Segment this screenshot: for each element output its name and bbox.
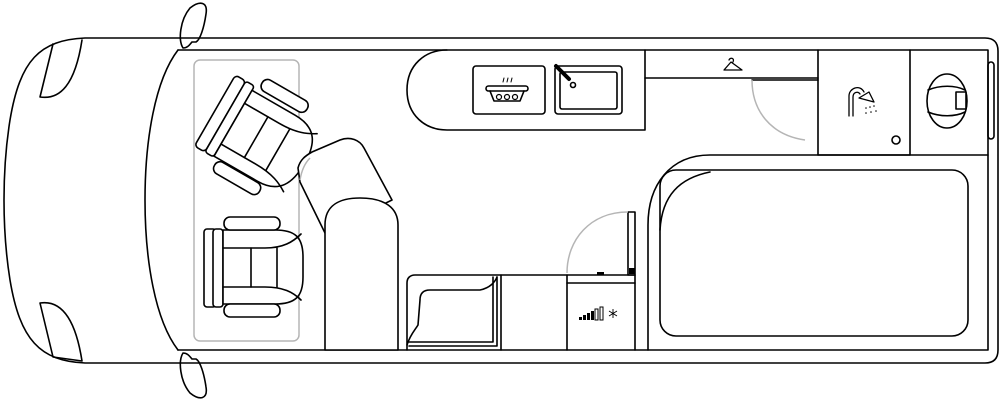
fridge-level-icon [579, 306, 604, 321]
wardrobe[interactable] [644, 57, 819, 79]
hob[interactable] [472, 65, 546, 115]
hood-outline [3, 37, 181, 364]
interior-wall [177, 49, 989, 351]
van-body-outline [179, 37, 999, 364]
kitchen-counter [406, 49, 646, 131]
washroom-door[interactable] [751, 79, 819, 141]
entry-door[interactable] [566, 211, 636, 276]
sink[interactable] [554, 64, 623, 115]
shower-icon [848, 86, 877, 117]
bed[interactable] [647, 154, 989, 351]
toilet[interactable] [926, 73, 968, 129]
cab-seating-area [193, 59, 300, 342]
right-mirror [179, 352, 208, 399]
shower-drain-icon [891, 135, 901, 145]
left-mirror [179, 2, 208, 49]
side-seat[interactable] [406, 274, 568, 351]
tap-icon [554, 64, 571, 81]
windshield [144, 49, 179, 351]
wall-window-right [987, 61, 995, 140]
toilet-icon [926, 73, 968, 129]
drain-icon [569, 81, 577, 89]
headlight-left [39, 39, 83, 99]
hob-icon [485, 77, 529, 102]
bench-seat[interactable] [297, 137, 399, 351]
headlight-right [39, 301, 83, 362]
passenger-seat[interactable] [203, 216, 304, 318]
shower-room[interactable] [817, 49, 911, 156]
driver-seat[interactable] [188, 64, 332, 210]
hanger-icon [723, 57, 743, 71]
snowflake-icon [608, 309, 618, 318]
fridge[interactable] [566, 272, 636, 351]
